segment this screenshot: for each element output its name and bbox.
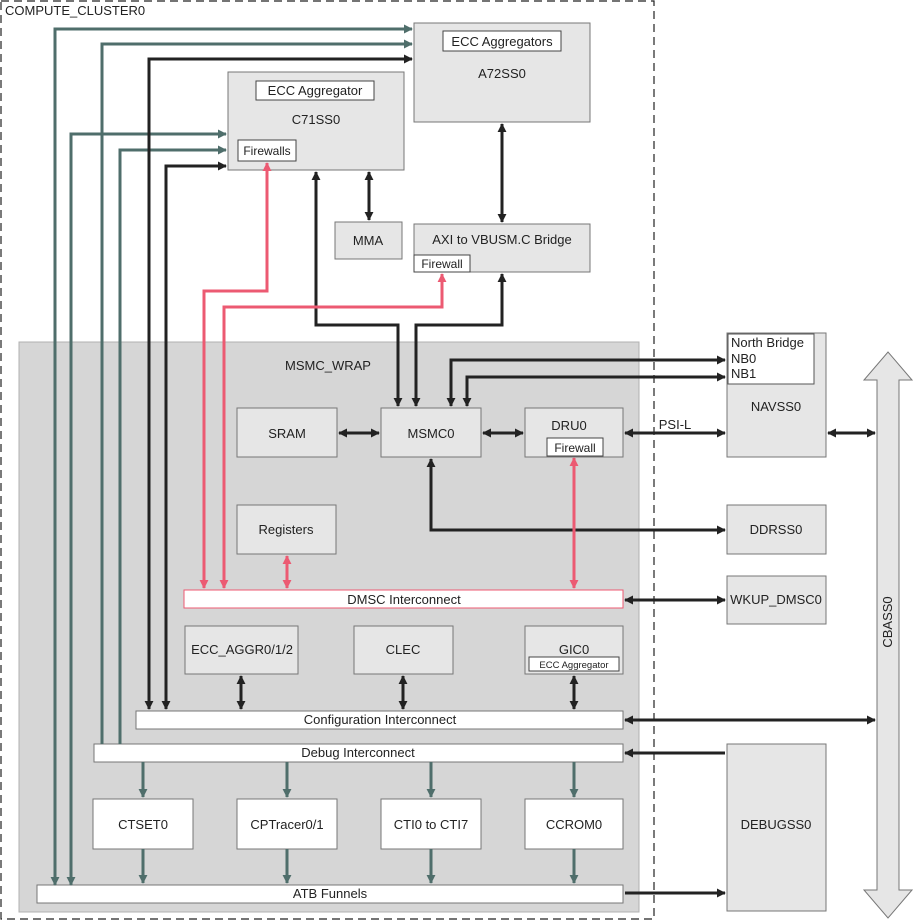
ecc-aggr012-label: ECC_AGGR0/1/2	[191, 642, 293, 657]
msmc-label: MSMC0	[408, 426, 455, 441]
mma-label: MMA	[353, 233, 384, 248]
ddrss-block	[726, 504, 827, 555]
axi-firewall-label: Firewall	[421, 257, 462, 271]
ecc-aggregators-box	[442, 30, 562, 52]
ecc-aggregators-label: ECC Aggregators	[451, 34, 553, 49]
axi-bridge-label: AXI to VBUSM.C Bridge	[432, 232, 571, 247]
ctset-label: CTSET0	[118, 817, 168, 832]
dru-firewall-label: Firewall	[554, 441, 595, 455]
teal-connections	[50, 24, 579, 886]
black-msmc-to-nb0	[446, 355, 726, 407]
cptracer-label: CPTracer0/1	[250, 817, 323, 832]
debugss-block	[726, 743, 827, 912]
gic-ecc-box	[528, 656, 620, 672]
teal-atb-to-a72ss-1	[50, 24, 413, 886]
ccrom-block	[524, 798, 624, 850]
nb0-label: NB0	[731, 351, 756, 366]
ccrom-label: CCROM0	[546, 817, 602, 832]
firewalls-label: Firewalls	[243, 144, 290, 158]
c71ss-label: C71SS0	[292, 112, 340, 127]
sram-label: SRAM	[268, 426, 306, 441]
registers-label: Registers	[259, 522, 314, 537]
dru-label: DRU0	[551, 418, 586, 433]
compute-cluster-label: COMPUTE_CLUSTER0	[5, 3, 145, 18]
a72ss-label: A72SS0	[478, 66, 526, 81]
dru-firewall-box	[546, 437, 604, 457]
ecc-aggregator-label: ECC Aggregator	[268, 83, 363, 98]
wkup-dmsc-block	[726, 575, 827, 625]
debugss-label: DEBUGSS0	[741, 817, 812, 832]
gic-ecc-label: ECC Aggregator	[539, 660, 608, 671]
pink-connections	[199, 162, 579, 589]
config-interconnect-label: Configuration Interconnect	[304, 712, 457, 727]
navss-label: NAVSS0	[751, 399, 801, 414]
north-bridge-box	[727, 333, 815, 385]
msmc-wrap-label: MSMC_WRAP	[285, 358, 371, 373]
ddrss-label: DDRSS0	[750, 522, 803, 537]
clec-label: CLEC	[386, 642, 421, 657]
axi-firewall-box	[413, 254, 471, 273]
gic-label: GIC0	[559, 642, 589, 657]
black-msmc-to-nb1	[462, 372, 726, 407]
black-config-to-a72ss	[144, 54, 413, 710]
psi-l-label: PSI-L	[659, 417, 692, 432]
cbass-bus-arrow	[862, 351, 913, 919]
nb1-label: NB1	[731, 366, 756, 381]
dmsc-interconnect-label: DMSC Interconnect	[347, 592, 461, 607]
cti-label: CTI0 to CTI7	[394, 817, 468, 832]
north-bridge-label: North Bridge	[731, 335, 804, 350]
cbass-label: CBASS0	[880, 596, 895, 647]
atb-funnels-label: ATB Funnels	[293, 886, 368, 901]
debug-interconnect-label: Debug Interconnect	[301, 745, 415, 760]
wkup-dmsc-label: WKUP_DMSC0	[730, 592, 822, 607]
pink-dmsc-to-axi-firewall	[219, 273, 447, 589]
